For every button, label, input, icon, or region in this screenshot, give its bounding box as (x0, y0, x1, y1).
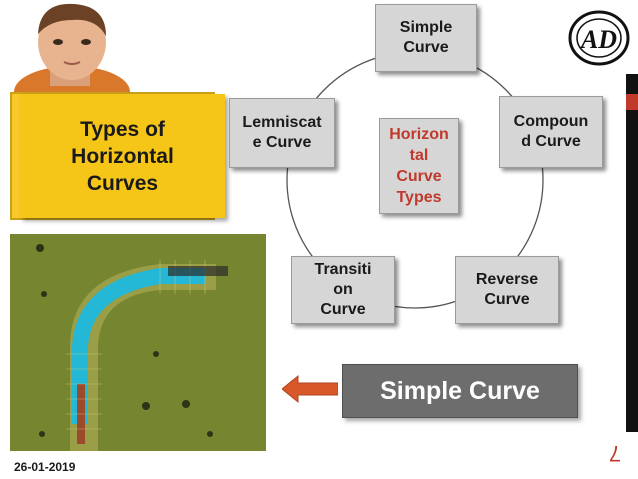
slide-title: Types of Horizontal Curves (71, 117, 174, 195)
simple-curve-caption: Simple Curve (342, 364, 578, 418)
center-node-label: Horizon tal Curve Types (389, 126, 449, 206)
title-card-face: Types of Horizontal Curves (20, 94, 225, 218)
node-transition-curve: Transiti on Curve (291, 256, 395, 324)
center-node: Horizon tal Curve Types (379, 118, 459, 214)
boy-photo (10, 0, 130, 92)
node-simple-curve: Simple Curve (375, 4, 477, 72)
simple-curve-caption-text: Simple Curve (380, 376, 540, 405)
node-reverse-curve-label: Reverse Curve (475, 271, 539, 308)
node-compound-curve: Compoun d Curve (499, 96, 603, 168)
node-compound-curve-label: Compoun d Curve (513, 113, 589, 150)
title-card: Types of Horizontal Curves (10, 92, 225, 220)
node-lemniscate-curve: Lemniscat e Curve (229, 98, 335, 168)
curve-types-diagram: Horizon tal Curve Types Simple Curve Com… (215, 0, 603, 340)
side-bar-accent (626, 94, 638, 110)
ad-logo: AD (566, 8, 632, 68)
left-arrow-icon (281, 374, 339, 404)
node-reverse-curve: Reverse Curve (455, 256, 559, 324)
node-lemniscate-curve-label: Lemniscat e Curve (242, 114, 322, 151)
page-number: 7 (608, 441, 622, 466)
node-transition-curve-label: Transiti on Curve (314, 261, 372, 318)
slide-date: 26-01-2019 (14, 460, 76, 474)
simple-curve-aerial-image (10, 234, 266, 451)
logo-text: AD (579, 25, 617, 54)
node-simple-curve-label: Simple Curve (399, 19, 453, 56)
side-bar (626, 74, 638, 432)
